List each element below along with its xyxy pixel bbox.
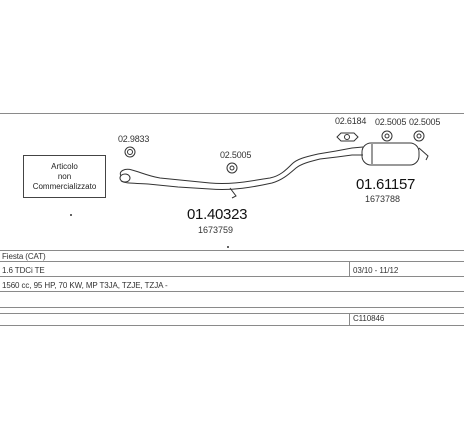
part-code-mount-3[interactable]: 02.5005 [409,117,441,127]
vehicle-spec: 1560 cc, 95 HP, 70 KW, MP T3JA, TZJE, TZ… [2,281,168,290]
front-pipe-code[interactable]: 01.40323 [187,206,248,223]
part-code-mount-2[interactable]: 02.5005 [375,117,407,127]
front-pipe-ref: 1673759 [198,225,234,235]
divider-row-6 [0,325,464,326]
part-code-flange-gasket[interactable]: 02.6184 [335,116,367,126]
not-available-notice: Articolo non Commercializzato [23,155,106,198]
notice-line-1: Articolo [51,162,78,171]
rear-silencer-ref: 1673788 [365,194,401,204]
vehicle-date-range: 03/10 - 11/12 [353,266,399,275]
column-divider [349,261,350,276]
rubber-mount-icon-3 [413,130,425,142]
column-divider-2 [349,313,350,325]
divider-diagram-bottom [0,250,464,251]
divider-row-3 [0,291,464,292]
flange-gasket-icon [336,132,359,142]
part-code-mount[interactable]: 02.5005 [220,150,252,160]
vehicle-model: Fiesta (CAT) [2,252,46,261]
gasket-icon [124,146,136,158]
divider-row-2 [0,276,464,277]
rear-silencer-drawing [335,142,429,166]
front-pipe-drawing [119,150,338,199]
notice-line-2: non [57,172,72,181]
rubber-mount-icon-2 [381,130,393,142]
marker-dot-2 [227,246,229,248]
divider-row-4 [0,307,464,308]
vehicle-engine: 1.6 TDCi TE [2,266,45,275]
divider-top [0,113,464,114]
divider-row-1 [0,261,464,262]
rubber-mount-icon [226,162,238,174]
divider-row-5 [0,313,464,314]
catalog-code: C110846 [353,314,385,323]
notice-line-3: Commercializzato [32,182,97,191]
marker-dot [70,214,72,216]
exhaust-diagram [119,130,429,199]
part-code-gasket[interactable]: 02.9833 [118,134,150,144]
rear-silencer-code[interactable]: 01.61157 [356,176,416,193]
